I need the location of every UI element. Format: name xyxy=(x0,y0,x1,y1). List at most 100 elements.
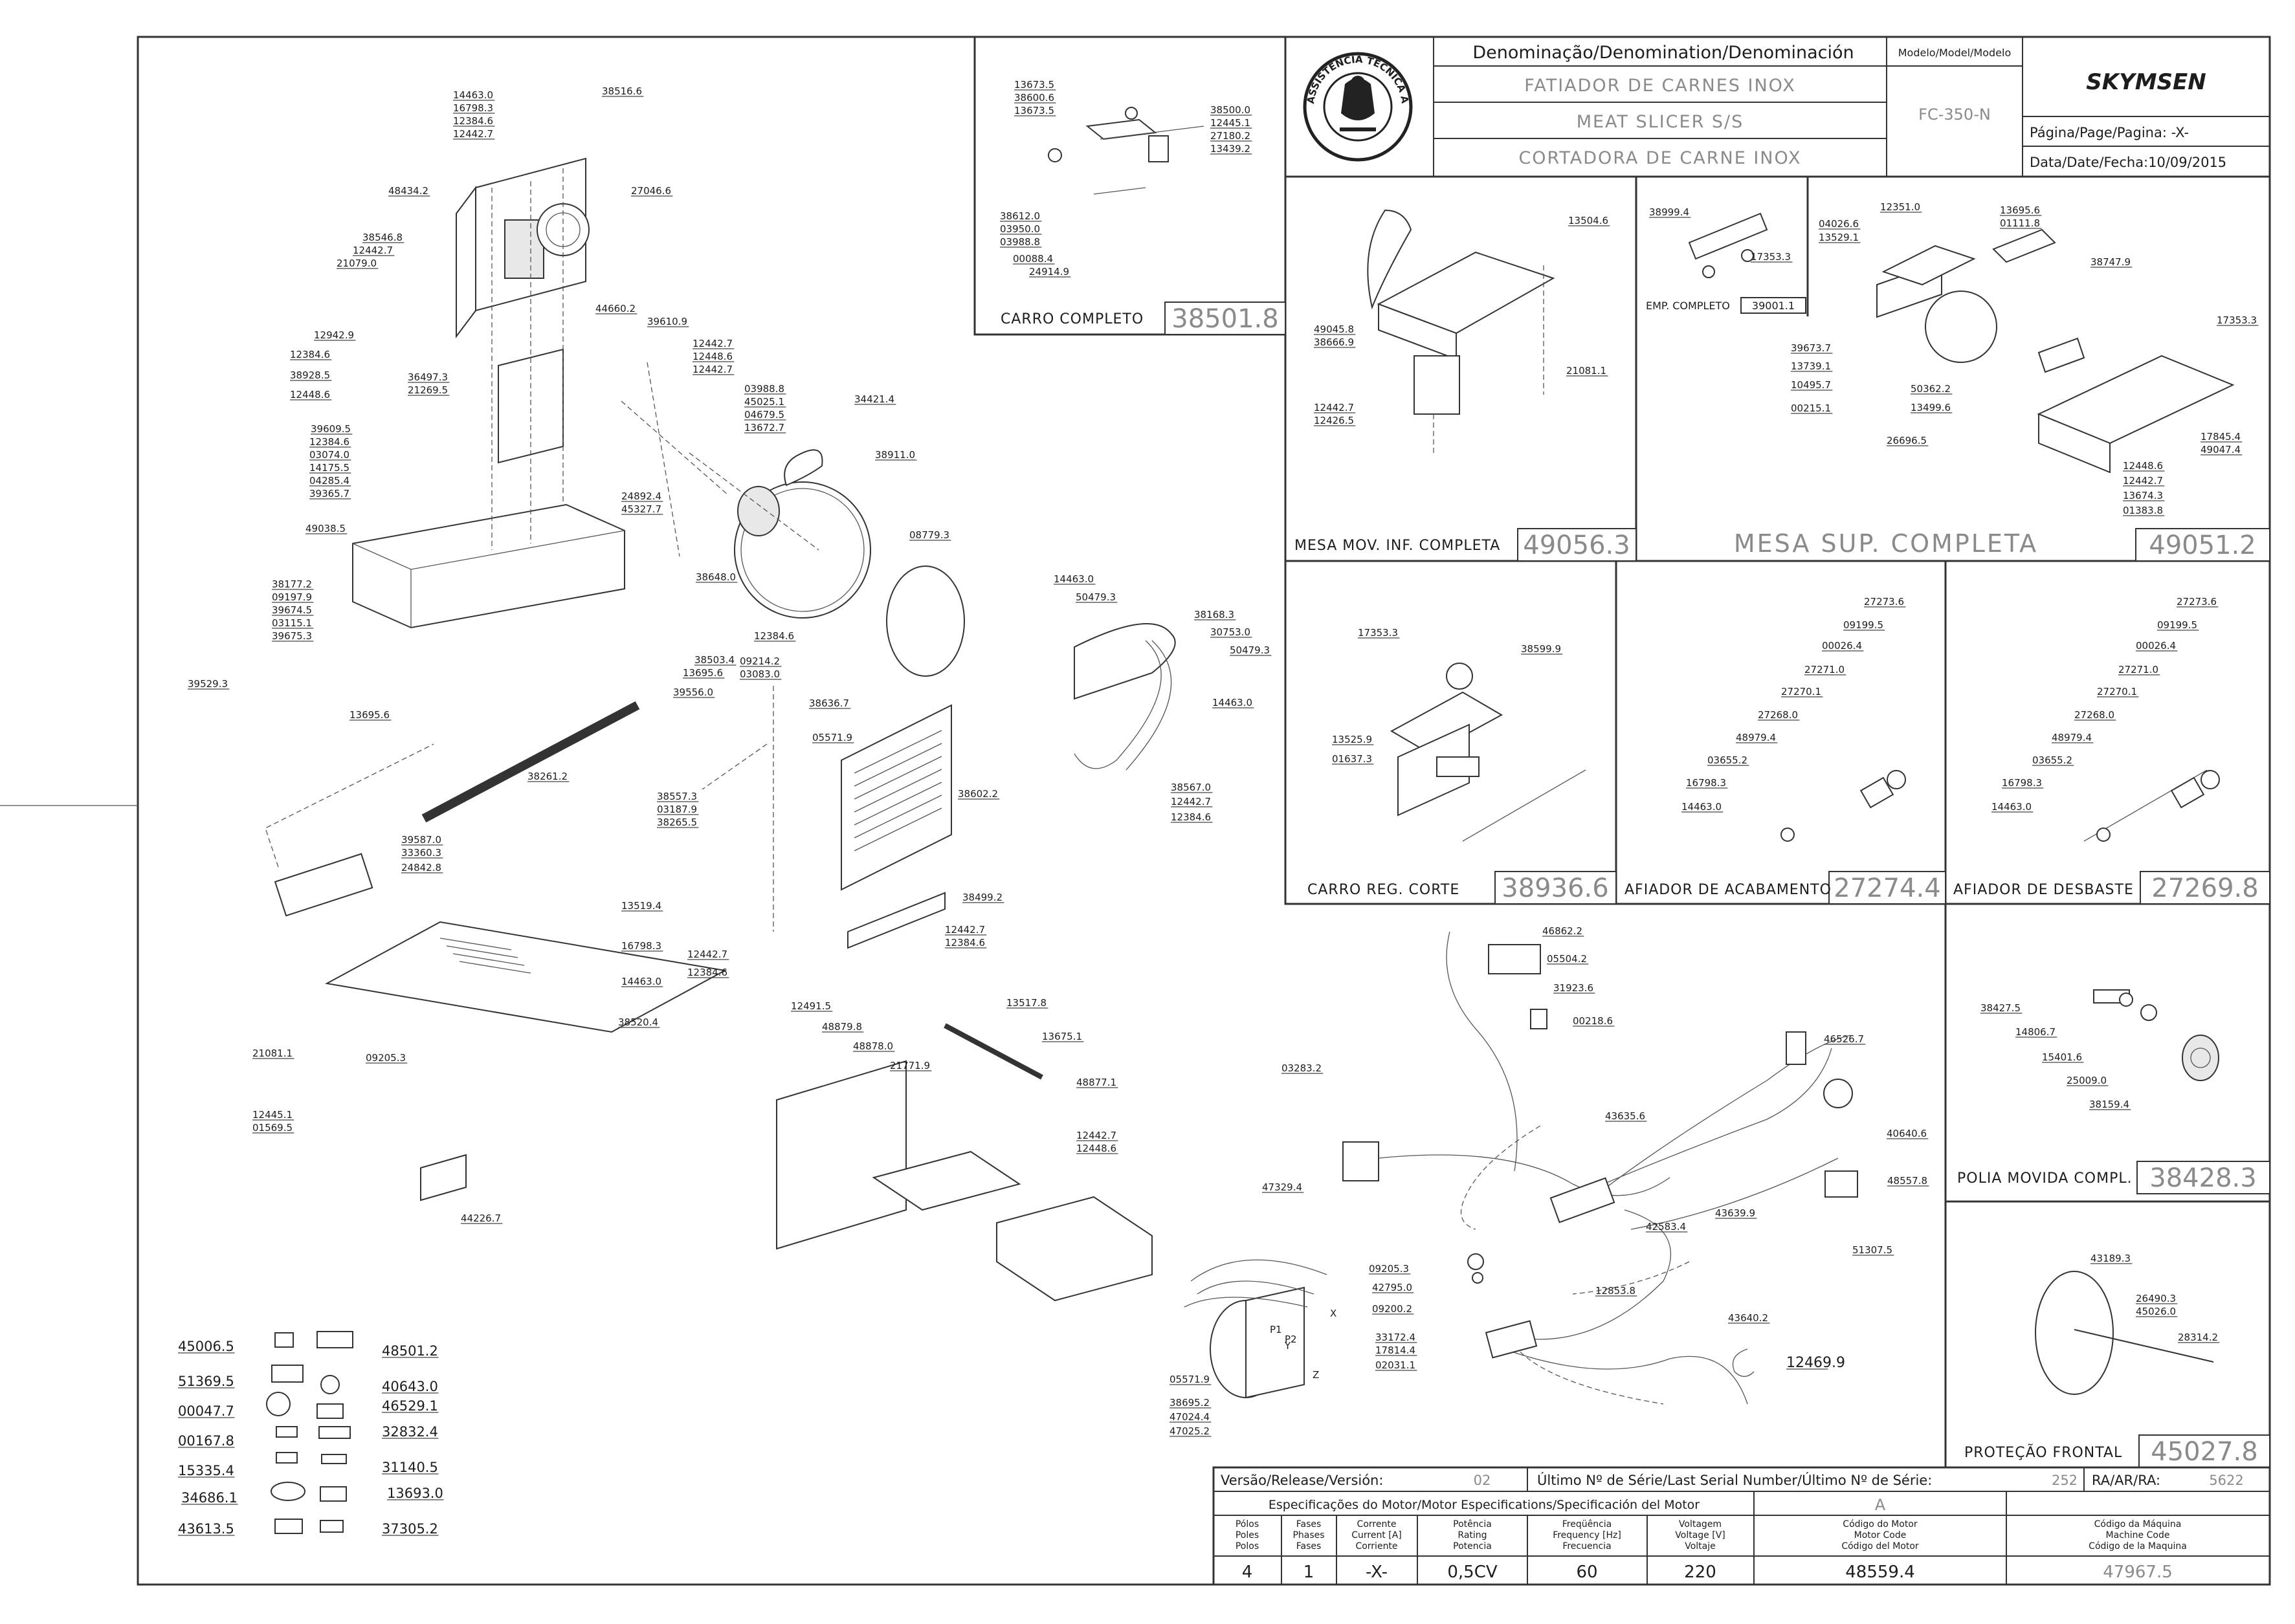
serial-value: 252 xyxy=(2052,1473,2078,1488)
motor-value-cell: 60 xyxy=(1576,1563,1597,1582)
afiador-acabamento-drawing xyxy=(1462,769,1906,842)
motor-header-cell: Rating xyxy=(1458,1530,1487,1541)
part-number-eletrica: 12853.8 xyxy=(1595,1285,1635,1297)
part-number-labels: 00047.7 xyxy=(178,1403,234,1419)
part-number-mesa_sup: 04026.6 xyxy=(1819,218,1859,230)
motor-value-cell: 0,5CV xyxy=(1447,1563,1498,1582)
part-number-main: 13672.7 xyxy=(744,422,784,433)
motor-value-cell: 220 xyxy=(1684,1563,1716,1582)
part-number-main: 38928.5 xyxy=(290,369,330,381)
part-number-labels: 48501.2 xyxy=(382,1343,438,1359)
part-number-main: 38636.7 xyxy=(809,697,849,709)
carro-reg-corte-drawing xyxy=(1390,663,1503,817)
part-number-main: 14463.0 xyxy=(453,89,493,101)
motor-value-cell: 47967.5 xyxy=(2103,1563,2173,1582)
part-number-main: 16798.3 xyxy=(621,940,661,952)
part-number-labels: 34686.1 xyxy=(181,1490,238,1506)
part-number-carro_completo: 03988.8 xyxy=(1000,236,1040,248)
part-number-main: 38177.2 xyxy=(272,578,312,590)
part-number-carro_completo: 27180.2 xyxy=(1210,130,1250,142)
motor-group: A xyxy=(1875,1496,1886,1514)
part-number-main: 12442.7 xyxy=(945,924,985,936)
motor-header-cell: Polos xyxy=(1236,1541,1259,1552)
motor-table-title: Especificações do Motor/Motor Especifica… xyxy=(1269,1498,1700,1512)
denomination-label: Denominação/Denomination/Denominación xyxy=(1472,43,1854,63)
brand-logo: SKYMSEN xyxy=(2086,69,2206,95)
part-number-main: 12442.7 xyxy=(453,128,493,140)
part-number-carro_reg_corte: 01637.3 xyxy=(1332,753,1372,765)
motor-table-headers: PólosPolesPolosFasesPhasesFasesCorrenteC… xyxy=(1236,1519,2187,1552)
motor-header-cell: Frequency [Hz] xyxy=(1553,1530,1621,1541)
part-number-afiador_acabamento: 14463.0 xyxy=(1681,801,1722,813)
part-number-main: 34421.4 xyxy=(854,393,894,405)
motor-header-cell: Código da Máquina xyxy=(2094,1519,2182,1530)
serial-label: Último Nº de Série/Last Serial Number/Úl… xyxy=(1537,1472,1932,1488)
part-number-main: 38602.2 xyxy=(958,788,998,800)
part-number-main: 13517.8 xyxy=(1006,997,1047,1009)
part-number-main: 39556.0 xyxy=(673,686,713,698)
assembly-name-mesa-sup: MESA SUP. COMPLETA xyxy=(1734,529,2038,558)
part-number-eletrica: 05504.2 xyxy=(1547,953,1587,965)
part-number-eletrica: 00218.6 xyxy=(1573,1015,1613,1027)
part-number-mesa_sup: 49047.4 xyxy=(2201,444,2241,455)
part-number-main: 12442.7 xyxy=(693,338,733,349)
part-number-carro_completo: 03950.0 xyxy=(1000,223,1040,235)
assembly-code-mesa-inf: 49056.3 xyxy=(1523,531,1630,560)
name-en: MEAT SLICER S/S xyxy=(1577,112,1744,132)
seal-text: ASSISTÊNCIA TÉCNICA AUTORIZADA xyxy=(0,0,1411,105)
part-number-mesa_sup: 17353.3 xyxy=(2217,314,2257,326)
part-number-labels: 37305.2 xyxy=(382,1521,438,1537)
part-number-eletrica: 02031.1 xyxy=(1375,1359,1415,1371)
part-number-eletrica: 09200.2 xyxy=(1372,1303,1412,1315)
part-number-eletrica: 05571.9 xyxy=(1170,1374,1210,1385)
assembly-name-mesa-inf: MESA MOV. INF. COMPLETA xyxy=(1294,538,1500,554)
part-number-labels: 31140.5 xyxy=(382,1460,438,1475)
part-number-eletrica: 31923.6 xyxy=(1553,982,1593,994)
part-number-main: 38546.8 xyxy=(362,232,403,243)
date-label: Data/Date/Fecha:10/09/2015 xyxy=(2030,155,2226,170)
part-number-main: 09197.9 xyxy=(272,591,312,603)
motor-value-cell: -X- xyxy=(1366,1563,1388,1582)
part-number-eletrica: 43640.2 xyxy=(1728,1312,1768,1324)
part-number-eletrica: 43639.9 xyxy=(1715,1207,1755,1219)
sub-panels-grid: CARRO COMPLETO 38501.8 MESA MOV. INF. CO… xyxy=(973,36,2271,1468)
part-number-main: 44660.2 xyxy=(595,303,636,314)
part-number-afiador_desbaste: 27268.0 xyxy=(2074,709,2114,721)
motor-value-cell: 1 xyxy=(1303,1563,1314,1582)
part-number-afiador_acabamento: 16798.3 xyxy=(1686,777,1726,789)
part-number-labels: 32832.4 xyxy=(382,1424,438,1440)
part-number-carro_completo: 13673.5 xyxy=(1014,79,1054,91)
name-pt: FATIADOR DE CARNES INOX xyxy=(1524,76,1795,96)
part-number-main: 39609.5 xyxy=(311,423,351,435)
authorized-service-seal: ASSISTÊNCIA TÉCNICA AUTORIZADA xyxy=(0,0,1413,162)
part-number-main: 03988.8 xyxy=(744,383,784,395)
part-number-carro_completo: 12445.1 xyxy=(1210,117,1250,129)
version-value: 02 xyxy=(1474,1473,1491,1488)
part-number-mesa_mov_inf: 12426.5 xyxy=(1314,415,1354,426)
part-number-polia: 15401.6 xyxy=(2042,1051,2082,1063)
part-number-mesa_sup: 13739.1 xyxy=(1791,360,1831,372)
part-number-main: 12442.7 xyxy=(1076,1130,1116,1141)
labels-stickers-drawing xyxy=(266,1154,467,1534)
part-number-braco: 38567.0 xyxy=(1171,782,1211,793)
assembly-code-mesa-sup: 49051.2 xyxy=(2149,531,2256,560)
part-number-mesa_sup: 38747.9 xyxy=(2090,256,2131,268)
assembly-name-afiador-desb: AFIADOR DE DESBASTE xyxy=(1953,882,2134,898)
part-number-labels: 40643.0 xyxy=(382,1379,438,1394)
part-number-main: 12384.6 xyxy=(687,967,727,978)
motor-header-cell: Voltage [V] xyxy=(1675,1530,1725,1541)
motor-header-cell: Voltaje xyxy=(1685,1541,1716,1552)
polia-drawing xyxy=(2093,989,2219,1081)
part-number-polia: 14806.7 xyxy=(2015,1026,2056,1038)
part-number-main: 38557.3 xyxy=(657,791,697,802)
page-label: Página/Page/Pagina: -X- xyxy=(2030,125,2189,140)
part-number-afiador_desbaste: 00026.4 xyxy=(2136,640,2176,652)
part-number-main: 14463.0 xyxy=(621,976,661,987)
part-number-polia: 38427.5 xyxy=(1980,1002,2021,1014)
part-number-main: 12384.6 xyxy=(754,630,794,642)
part-number-labels: 51369.5 xyxy=(178,1374,234,1389)
part-number-eletrica: 47024.4 xyxy=(1170,1411,1210,1423)
part-number-main: 03083.0 xyxy=(740,668,780,680)
part-number-main: 21269.5 xyxy=(408,384,448,396)
part-number-main: 39610.9 xyxy=(647,316,687,327)
